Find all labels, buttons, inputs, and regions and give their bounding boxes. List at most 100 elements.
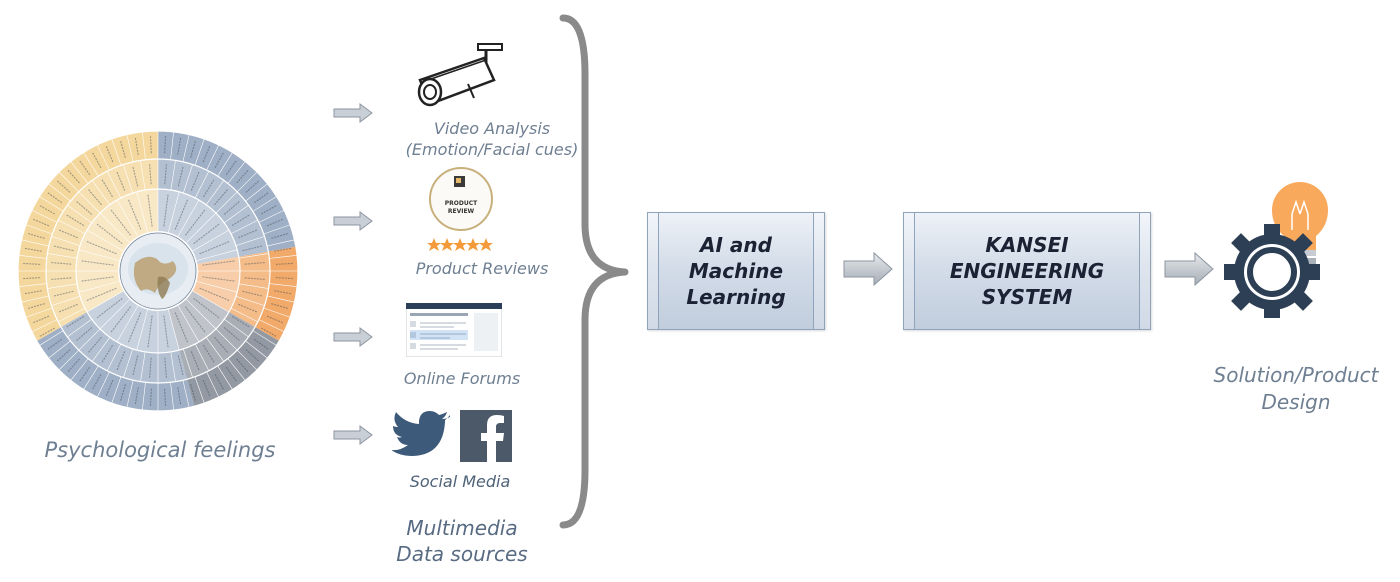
wheel-segment [158,189,239,265]
wheel-divider [83,152,99,177]
wheel-divider [267,295,295,303]
wheel-divider [263,224,291,235]
wheel-ring-border [45,158,271,384]
wheel-word-mark [96,223,123,245]
wheel-word-mark [223,201,240,215]
wheel-divider [21,295,49,303]
wheel-word-mark [120,383,127,401]
wheel-word-mark [147,194,153,227]
wheel-divider [25,307,53,318]
wheel-divider [227,161,246,184]
wheel-word-mark [260,205,277,215]
wheel-divider [227,358,246,381]
wheel-word-mark [149,357,152,378]
wheel-segment [192,256,240,312]
wheel-divider [235,296,265,306]
wheel-divider [48,340,71,359]
wheel-word-mark [101,344,114,363]
wheel-divider [168,309,180,351]
wheel-divider [217,152,233,177]
wheel-word-mark [202,344,215,363]
wheel-word-mark [193,223,220,245]
wheel-divider [170,131,174,160]
wheel-divider [170,351,176,382]
arrow-icon [333,103,373,123]
wheel-divider [83,365,99,390]
wheel-word-mark [47,192,63,204]
wheel-divider [182,380,190,408]
wheel-word-mark [202,378,211,396]
wheel-word-mark [184,306,206,333]
wheel-divider [183,164,193,194]
wheel-divider [186,299,217,330]
wheel-word-mark [199,241,230,255]
wheel-divider [99,212,130,243]
video-analysis-label: Video Analysis (Emotion/Facial cues) [405,119,579,159]
wheel-word-mark [190,171,200,191]
wheel-divider [126,134,134,162]
arrow-icon [843,251,893,287]
wheel-word-mark [164,164,167,185]
wheel-segment [254,246,298,341]
svg-text:REVIEW: REVIEW [448,208,475,215]
wheel-word-mark [238,303,258,313]
wheel-word-mark [24,247,43,252]
wheel-word-mark [193,297,220,319]
wheel-word-mark [202,260,235,266]
wheel-divider [78,191,101,214]
wheel-divider [51,236,81,246]
wheel-word-mark [105,378,114,396]
wheel-word-mark [177,386,182,405]
wheel-word-mark [128,199,142,230]
wheel-word-mark [96,297,123,319]
wheel-divider [47,253,78,259]
wheel-segment [168,291,230,351]
wheel-word-mark [238,229,258,239]
wheel-word-mark [242,290,263,297]
wheel-segment [75,189,158,312]
wheel-word-mark [120,141,127,159]
wheel-word-mark [202,276,235,282]
wheel-word-mark [231,214,250,227]
wheel-segment [179,312,255,380]
wheel-word-mark [163,315,169,348]
wheel-word-mark [39,205,56,215]
wheel-ring-border [75,188,241,354]
wheel-divider [96,371,110,398]
product-reviews-label: Product Reviews [415,259,549,278]
psychological-feelings-label: Psychological feelings [44,438,276,462]
wheel-divider [111,138,122,166]
wheel-word-mark [164,357,167,378]
wheel-divider [215,328,238,351]
wheel-word-mark [66,315,85,328]
wheel-word-mark [260,327,277,337]
camera-icon [417,43,503,107]
wheel-divider [18,283,47,287]
wheel-word-mark [128,312,142,343]
wheel-divider [269,255,298,259]
wheel-divider [269,283,298,287]
wheel-word-mark [88,189,102,206]
wheel-divider [136,309,148,351]
wheel-word-mark [53,290,74,297]
wheel-divider [78,328,101,351]
wheel-word-mark [24,290,43,295]
wheel-word-mark [164,387,167,406]
wheel-word-mark [39,327,56,337]
wheel-divider [51,296,81,306]
wheel-word-mark [132,355,139,376]
multimedia-data-sources-label: Multimedia Data sources [396,516,528,566]
wheel-segment [45,159,158,327]
wheel-word-mark [202,179,215,198]
wheel-divider [215,191,238,214]
wheel-divider [70,358,89,381]
wheel-divider [67,318,92,338]
wheel-divider [194,171,210,199]
wheel-divider [96,144,110,171]
wheel-divider [205,180,225,205]
wheel-divider [116,199,139,237]
wheel-word-mark [199,287,230,301]
wheel-divider [182,134,190,162]
wheel-divider [91,180,111,205]
wheel-divider [123,164,133,194]
